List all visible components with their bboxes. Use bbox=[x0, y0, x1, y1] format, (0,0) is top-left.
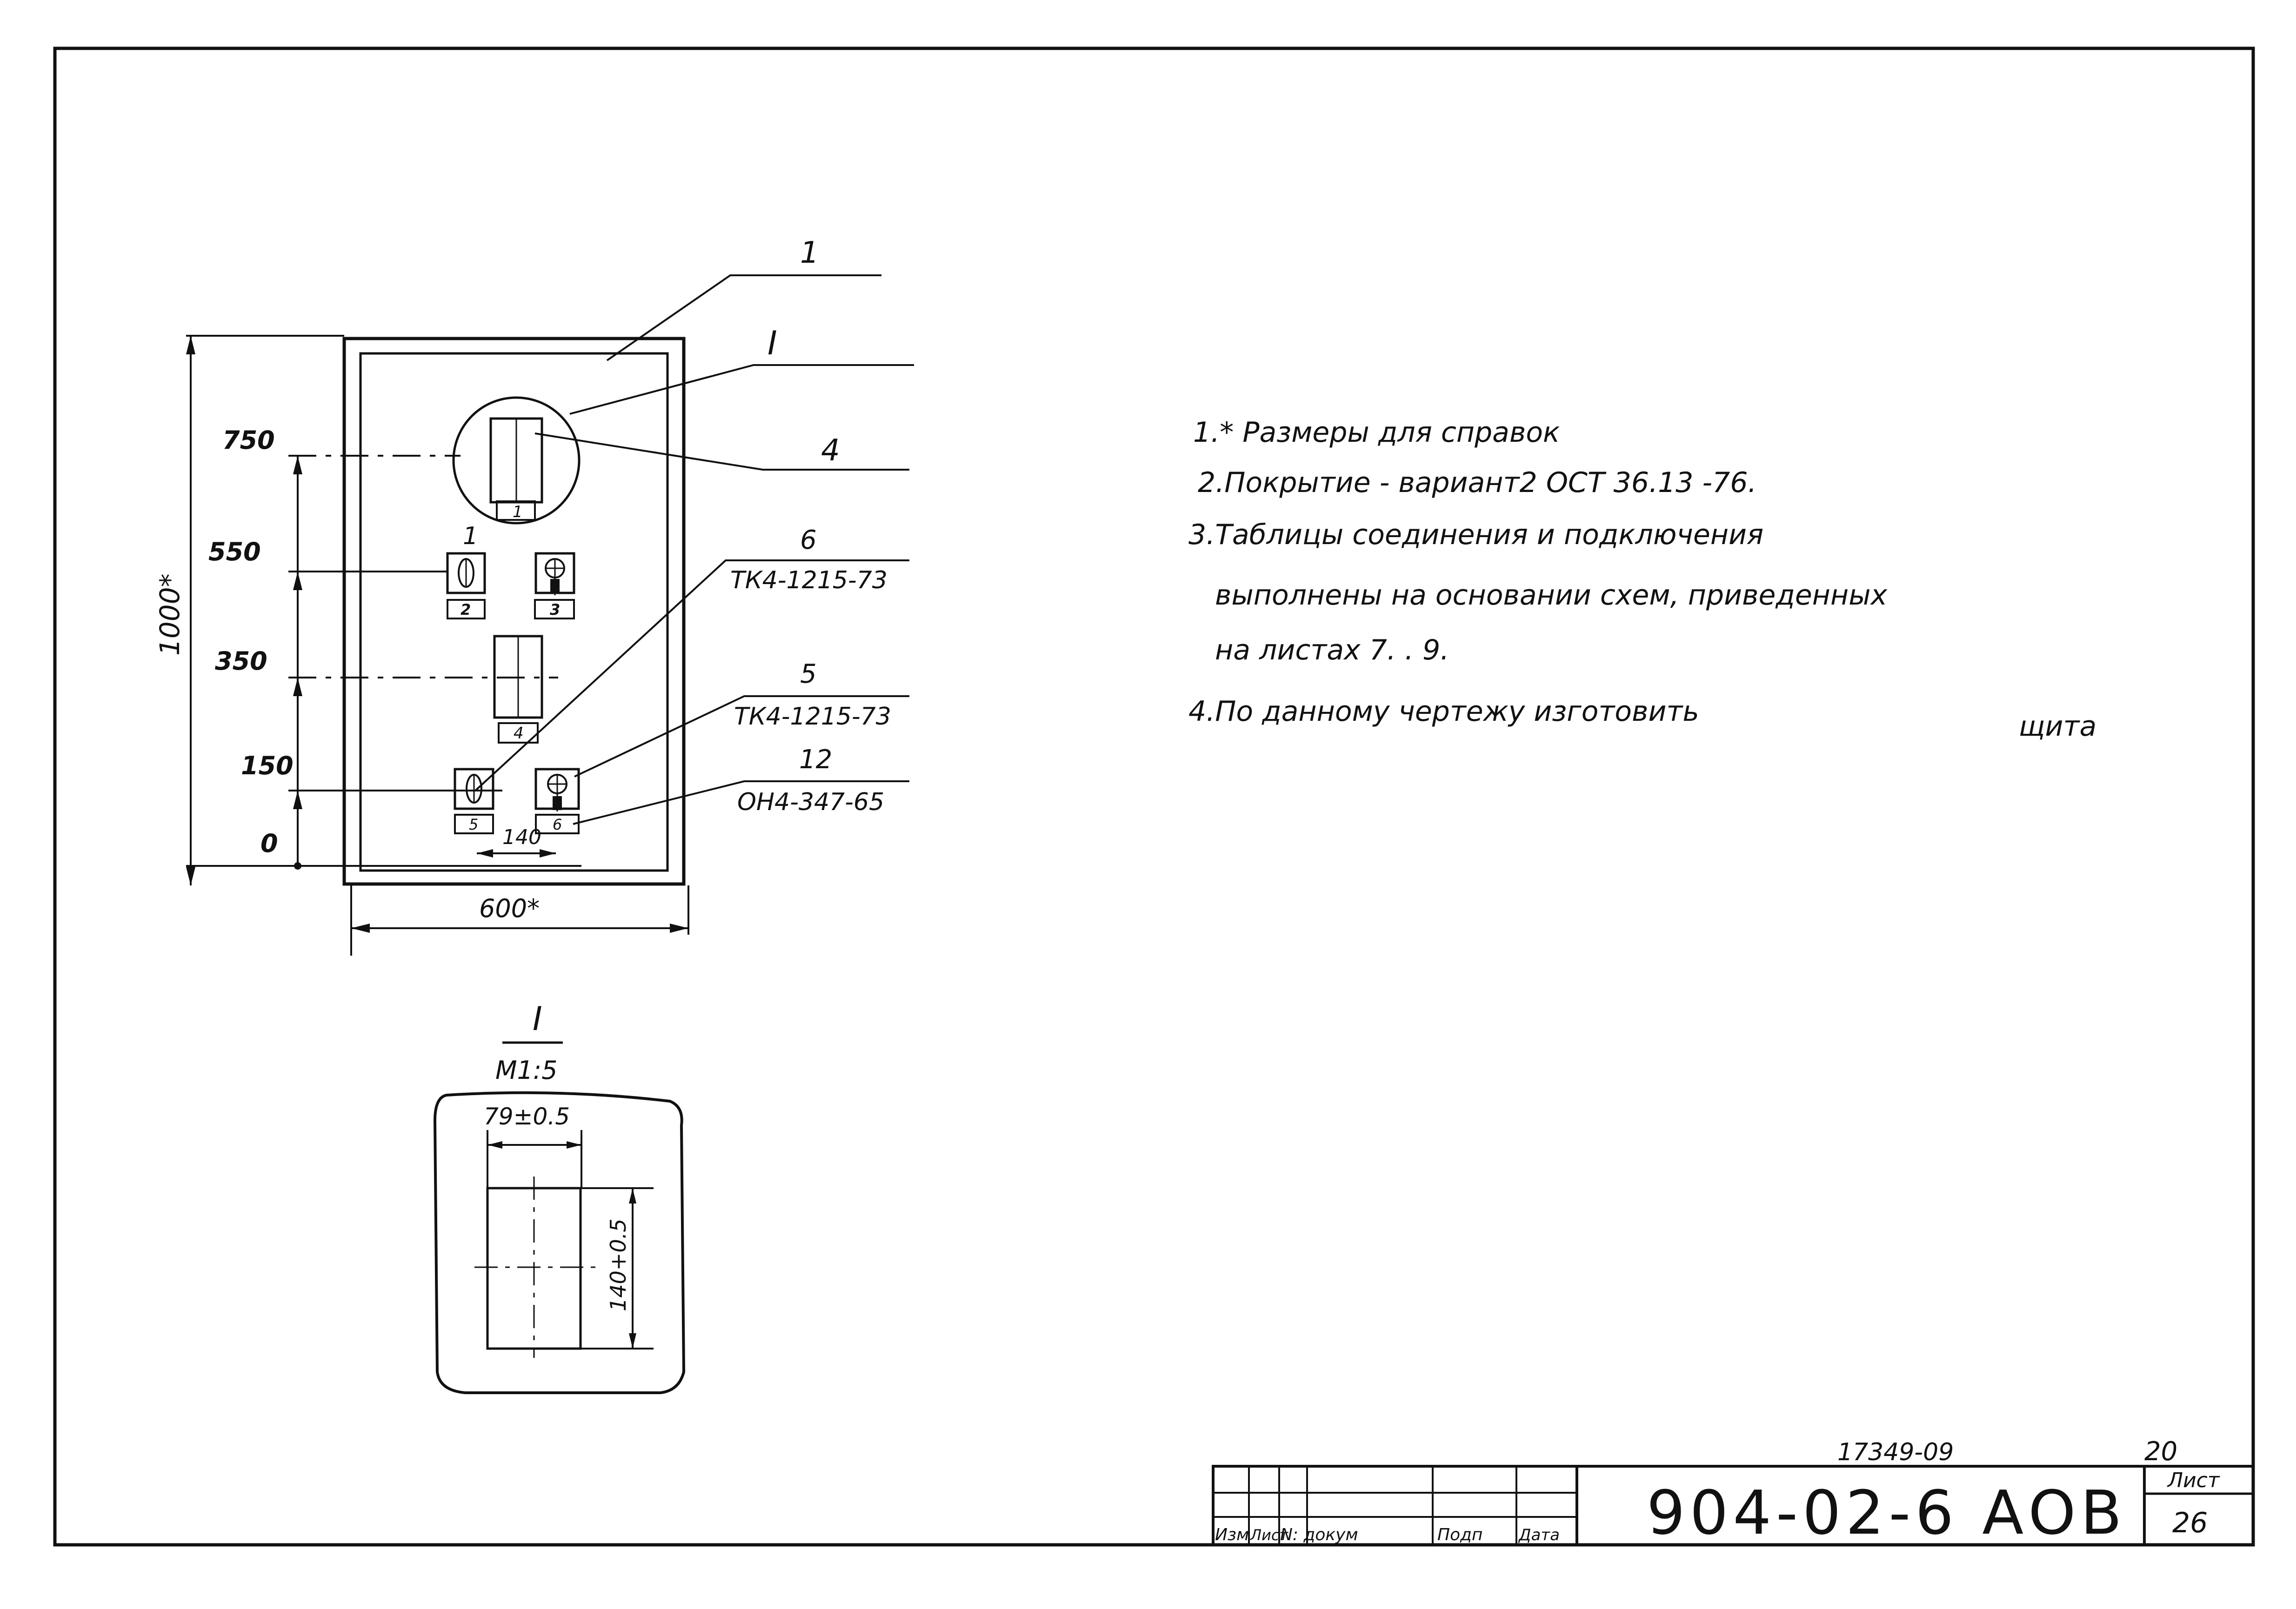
panel-outer-outline bbox=[342, 337, 686, 886]
col-doc: N: докум bbox=[1280, 1525, 1358, 1544]
callout-5: 5 bbox=[800, 659, 817, 689]
archive-number: 17349-09 bbox=[1837, 1438, 1954, 1466]
note-4-item: щита bbox=[2019, 710, 2096, 743]
switch-device-upper bbox=[446, 552, 486, 594]
level-550: 550 bbox=[208, 537, 261, 566]
tag-5: 5 bbox=[469, 816, 478, 833]
tag-box-5 bbox=[454, 814, 494, 834]
panel-front-view: 1 2 3 4 5 6 bbox=[186, 337, 686, 886]
tag-4: 4 bbox=[514, 724, 524, 743]
note-3: 3.Таблицы соединения и подключения bbox=[1188, 519, 1763, 551]
callout-1-upper: 1 bbox=[463, 522, 478, 550]
level-350: 350 bbox=[215, 646, 267, 676]
detail-circle-I bbox=[452, 396, 581, 525]
callout-6-type: ТК4-1215-73 bbox=[730, 566, 888, 594]
callout-1: 1 bbox=[800, 236, 819, 270]
tag-box-3 bbox=[534, 599, 575, 619]
callout-6: 6 bbox=[800, 525, 817, 555]
callout-12-type: ОН4-347-65 bbox=[737, 788, 884, 816]
callout-5-type: ТК4-1215-73 bbox=[734, 703, 891, 731]
dim-spacing: 140 bbox=[502, 825, 541, 849]
callout-12: 12 bbox=[799, 745, 832, 775]
col-sign: Подп bbox=[1437, 1525, 1483, 1544]
tag-1: 1 bbox=[513, 503, 523, 521]
dimensions: 1000* 750 550 350 150 0 600* 140 bbox=[154, 335, 689, 956]
level-0: 0 bbox=[260, 829, 278, 858]
note-3-cont-1: выполнены на основании схем, приведенных bbox=[1215, 579, 1888, 612]
note-1: 1.* Размеры для справок bbox=[1193, 416, 1560, 449]
callout-4: 4 bbox=[821, 433, 840, 468]
detail-height-dim: 140+0.5 bbox=[606, 1219, 631, 1312]
detail-title: I bbox=[533, 1000, 542, 1038]
sheet-frame bbox=[53, 47, 2255, 1547]
col-izm: Изм bbox=[1215, 1525, 1249, 1544]
page-corner-number: 20 bbox=[2144, 1436, 2177, 1467]
tag-6: 6 bbox=[553, 816, 562, 833]
note-4: 4.По данному чертежу изготовить bbox=[1188, 695, 1699, 728]
callout-I: I bbox=[768, 324, 777, 362]
tag-box-2 bbox=[447, 599, 486, 619]
tag-box-1 bbox=[496, 500, 536, 521]
tag-3: 3 bbox=[550, 601, 560, 618]
detail-scale: М1:5 bbox=[495, 1056, 558, 1085]
tag-2: 2 bbox=[461, 601, 471, 618]
note-3-cont-2: на листах 7. . 9. bbox=[1215, 634, 1449, 666]
document-designation: 904-02-6 АОВ bbox=[1647, 1477, 2127, 1548]
note-2: 2.Покрытие - вариант2 ОСТ 36.13 -76. bbox=[1198, 466, 1757, 499]
switch-device-lower bbox=[454, 768, 494, 810]
dim-height-total: 1000* bbox=[154, 573, 186, 656]
tag-box-6 bbox=[535, 814, 580, 834]
callouts: 1 I 4 6 ТК4-1215-73 5 ТК4-1215-73 12 ОН4… bbox=[463, 236, 914, 825]
level-750: 750 bbox=[222, 426, 275, 455]
sheet-label: Лист bbox=[2167, 1469, 2220, 1492]
sheet-number: 26 bbox=[2172, 1507, 2208, 1539]
col-date: Дата bbox=[1518, 1526, 1560, 1544]
detail-width-dim: 79±0.5 bbox=[484, 1103, 570, 1130]
detail-boundary bbox=[433, 1091, 686, 1394]
title-block: 17349-09 20 Изм Лист N: докум Подп Дата … bbox=[1212, 1436, 2255, 1548]
notes: 1.* Размеры для справок 2.Покрытие - вар… bbox=[1188, 416, 2096, 743]
panel-inner-outline bbox=[359, 352, 669, 872]
col-list: Лист bbox=[1250, 1526, 1288, 1544]
detail-view-I: I М1:5 79±0.5 140+0.5 bbox=[433, 1000, 686, 1394]
level-150: 150 bbox=[241, 751, 294, 780]
dim-width-total: 600* bbox=[479, 894, 540, 923]
